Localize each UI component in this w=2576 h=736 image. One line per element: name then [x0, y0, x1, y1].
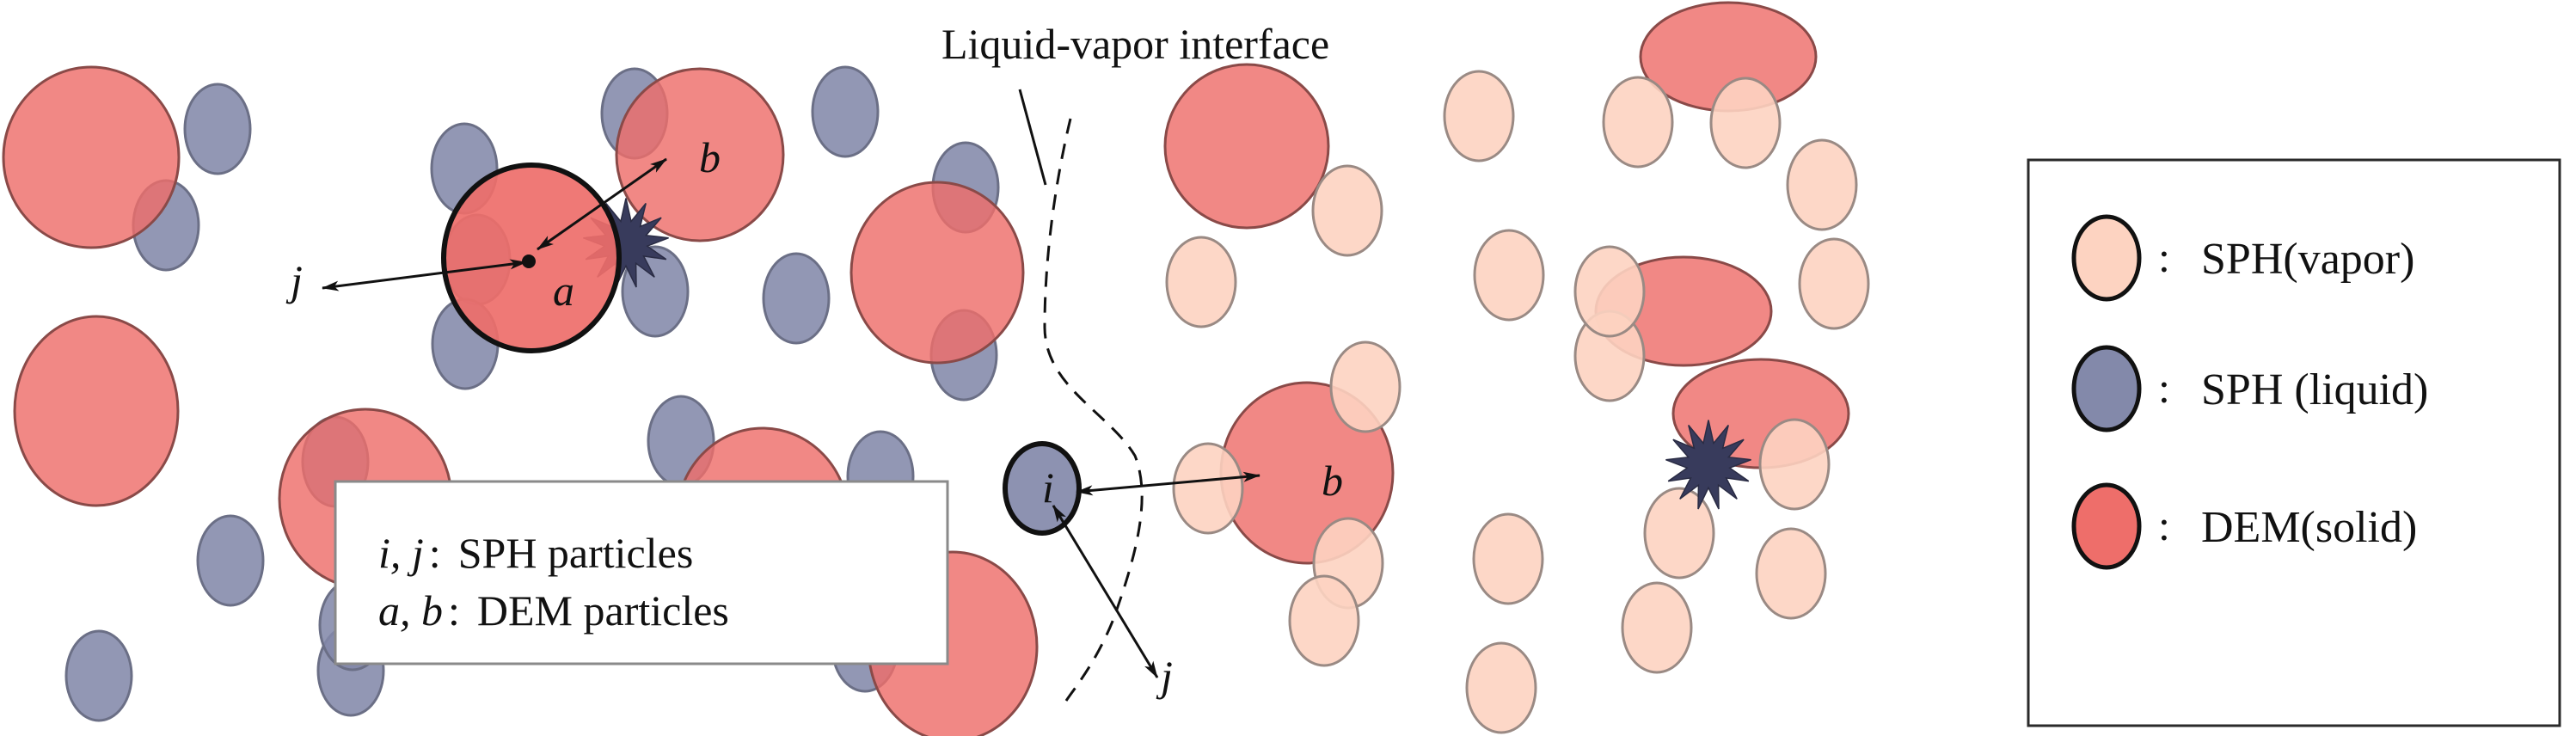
liquid-particle — [183, 83, 252, 175]
solid-particle — [849, 181, 1025, 365]
liquid-particle — [762, 252, 831, 345]
key-row-sph-symbols: i, j — [378, 529, 424, 577]
vapor-particle — [1758, 418, 1831, 511]
legend-item-vapor: : SPH(vapor) — [2071, 214, 2414, 302]
interface-label: Liquid-vapor interface — [941, 20, 1329, 68]
legend-sep-liquid: : — [2158, 364, 2170, 412]
solid-particle — [1163, 63, 1330, 230]
label-left-b: b — [699, 133, 721, 181]
vapor-particle — [1573, 245, 1646, 338]
label-center-i: i — [1042, 463, 1054, 512]
legend-swatch-vapor — [2071, 214, 2142, 302]
vapor-particle — [1473, 229, 1545, 322]
vapor-particle — [1621, 581, 1693, 674]
liquid-particle — [811, 65, 880, 158]
vapor-particle — [1786, 138, 1858, 231]
arrow-a-to-j — [322, 259, 527, 291]
label-left-j: j — [285, 256, 303, 304]
legend-swatch-solid — [2071, 482, 2142, 570]
vapor-particle — [1465, 641, 1537, 734]
legend-swatch-liquid — [2071, 345, 2142, 432]
legend-label-solid: DEM(solid) — [2201, 503, 2417, 552]
key-box: i, j: SPH particles a, b: DEM particles — [334, 480, 949, 665]
particle-a-center-dot — [522, 255, 536, 268]
key-row-sph-text: SPH particles — [458, 529, 694, 577]
vapor-particle — [1643, 487, 1715, 580]
vapor-particle — [1602, 76, 1674, 169]
key-row-sph-sep: : — [429, 529, 441, 577]
legend-item-solid: : DEM(solid) — [2071, 482, 2417, 570]
interface-pointer-line — [1018, 89, 1047, 186]
vapor-particle — [1172, 442, 1244, 535]
vapor-particle — [1288, 574, 1360, 667]
arrow-a-to-b — [537, 157, 667, 251]
arrow-i-to-b — [1076, 471, 1260, 496]
label-left-a: a — [553, 267, 574, 315]
particle-field — [2, 1, 1870, 736]
vapor-particle — [1165, 236, 1237, 328]
key-row-dem-symbols: a, b — [378, 586, 443, 635]
contact-star-icon — [1665, 420, 1751, 510]
liquid-particle — [196, 514, 265, 607]
legend: : SPH(vapor) : SPH (liquid) : DEM(solid) — [2027, 158, 2561, 727]
vapor-particle — [1472, 512, 1544, 605]
vapor-particle — [1311, 164, 1383, 257]
legend-item-liquid: : SPH (liquid) — [2071, 345, 2428, 432]
legend-label-liquid: SPH (liquid) — [2201, 365, 2428, 414]
vapor-particle — [1709, 77, 1782, 169]
legend-sep-vapor: : — [2158, 233, 2170, 281]
vapor-particle — [1329, 340, 1401, 433]
key-row-dem: a, b: DEM particles — [378, 586, 729, 635]
vapor-particle — [1798, 237, 1870, 330]
legend-label-vapor: SPH(vapor) — [2201, 235, 2414, 284]
solid-particle — [13, 315, 180, 507]
vapor-particle — [1755, 527, 1827, 620]
label-center-b: b — [1322, 457, 1343, 505]
legend-sep-solid: : — [2158, 501, 2170, 549]
key-row-dem-text: DEM particles — [477, 586, 729, 635]
liquid-vapor-interface-curve — [1043, 118, 1144, 702]
label-center-j: j — [1156, 652, 1173, 700]
solid-particle — [2, 65, 181, 249]
liquid-particle — [64, 629, 133, 722]
arrow-i-to-j — [1052, 505, 1159, 678]
key-row-sph: i, j: SPH particles — [378, 529, 693, 577]
key-row-dem-sep: : — [448, 586, 460, 635]
vapor-particle — [1443, 70, 1515, 163]
